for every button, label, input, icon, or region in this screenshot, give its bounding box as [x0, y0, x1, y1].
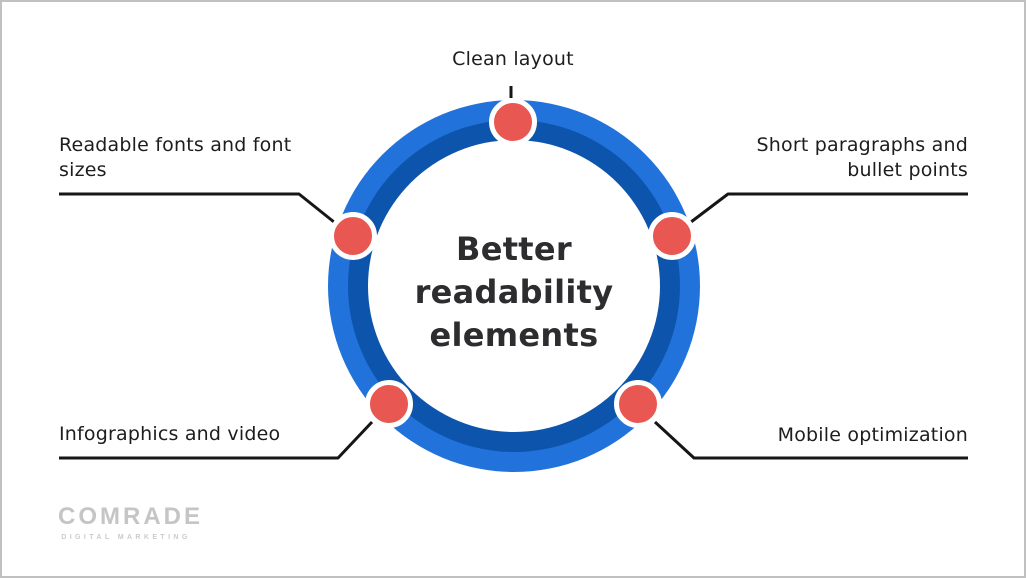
node-infographics-video-dot: [365, 380, 413, 428]
comrade-logo: COMRADE DIGITAL MARKETING: [58, 503, 203, 541]
diagram-title-line: readability: [414, 273, 614, 311]
diagram-title-line: Better: [456, 230, 572, 268]
label-infographics-video: Infographics and video: [59, 422, 379, 447]
label-short-paragraphs: Short paragraphs and bullet points: [668, 133, 968, 183]
connector-short-paragraphs: [690, 192, 968, 224]
label-mobile-optimization: Mobile optimization: [648, 423, 968, 448]
diagram-title: Better readability elements: [364, 228, 664, 357]
label-line: bullet points: [847, 159, 968, 181]
comrade-logo-tagline: DIGITAL MARKETING: [61, 534, 191, 541]
ring-white-core: [368, 140, 660, 432]
node-clean-layout-dot: [489, 98, 537, 146]
label-line: Infographics and video: [59, 423, 281, 445]
label-clean-layout: Clean layout: [363, 47, 663, 72]
label-line: Mobile optimization: [777, 424, 968, 446]
node-mobile-optimization-dot: [614, 380, 662, 428]
connector-readable-fonts: [59, 192, 335, 224]
label-line: Clean layout: [452, 48, 574, 70]
node-readable-fonts-dot: [329, 212, 377, 260]
diagram-title-line: elements: [429, 316, 599, 354]
label-line: Readable fonts and font: [59, 134, 292, 156]
label-line: sizes: [59, 159, 107, 181]
label-readable-fonts: Readable fonts and font sizes: [59, 133, 359, 183]
label-line: Short paragraphs and: [756, 134, 968, 156]
comrade-logo-wordmark: COMRADE: [58, 503, 203, 530]
node-short-paragraphs-dot: [648, 212, 696, 260]
